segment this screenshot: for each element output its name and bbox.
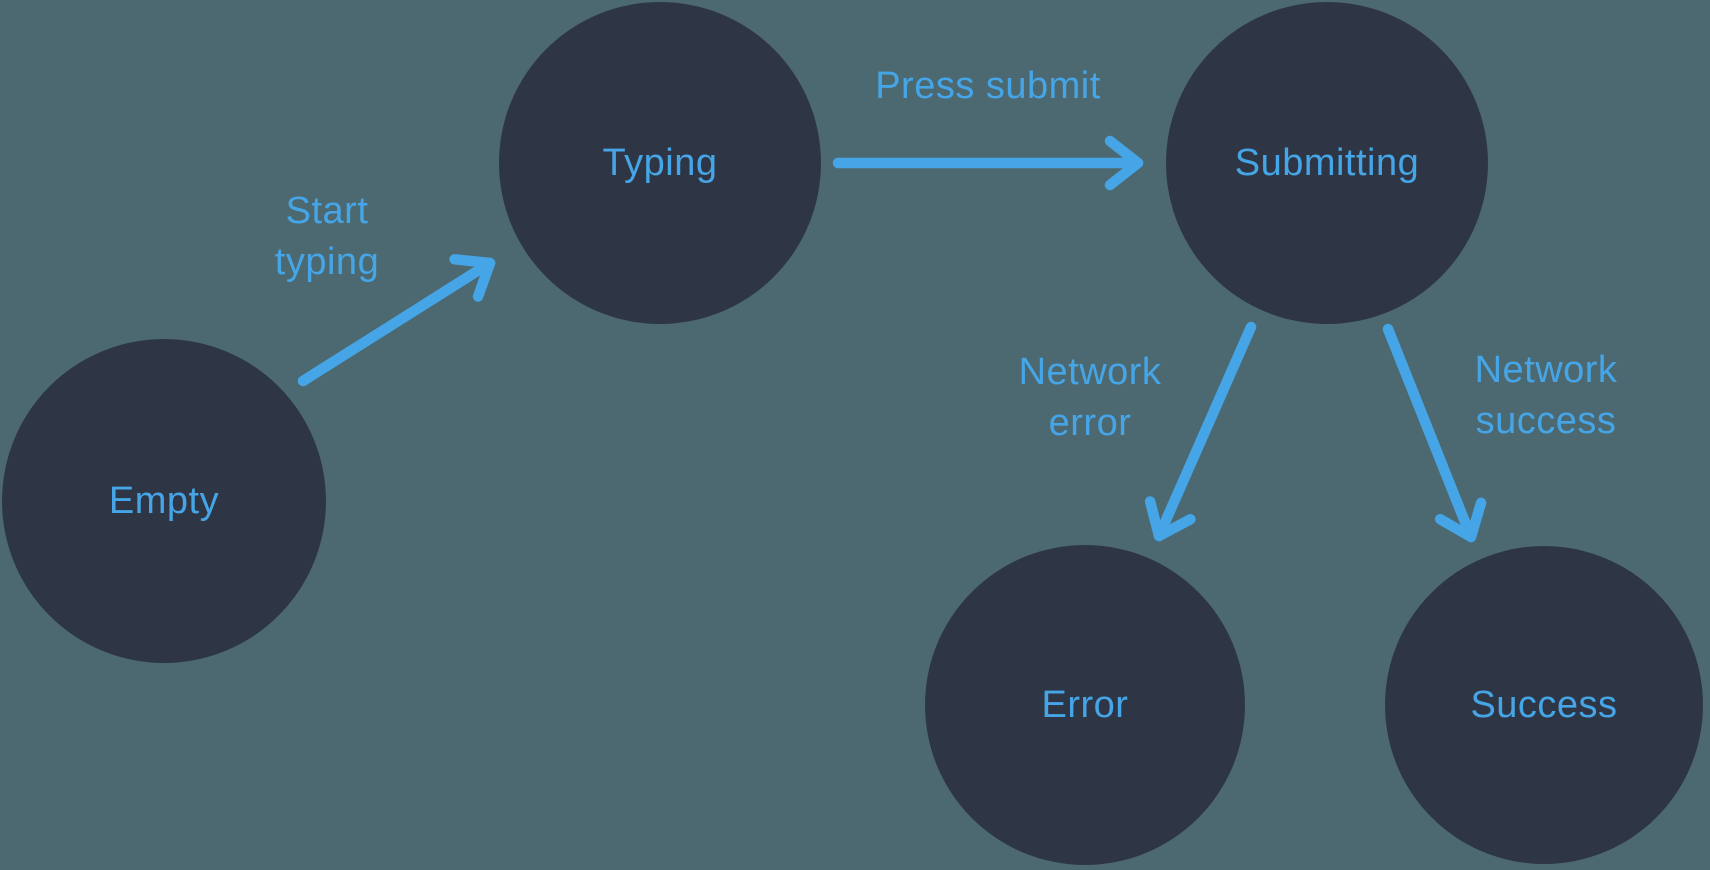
state-node-error: Error [925, 545, 1245, 865]
state-label-success: Success [1470, 683, 1618, 726]
transition-label-line: error [1048, 402, 1132, 444]
transition-label-line: Press submit [875, 65, 1101, 107]
transition-label-network-success: Network success [1475, 345, 1618, 447]
state-node-submitting: Submitting [1166, 2, 1488, 324]
transition-arrow-network-error [1144, 321, 1257, 542]
transition-arrow-start-typing [297, 254, 496, 387]
transition-arrow-network-success [1382, 323, 1487, 543]
transition-label-start-typing: Start typing [275, 186, 379, 288]
transition-label-line: Start [285, 190, 369, 232]
state-node-empty: Empty [2, 339, 326, 663]
transition-label-network-error: Network error [1019, 347, 1162, 449]
state-label-typing: Typing [602, 141, 718, 184]
transition-label-press-submit: Press submit [875, 61, 1101, 112]
state-node-typing: Typing [499, 2, 821, 324]
state-label-empty: Empty [108, 479, 220, 522]
transition-label-line: Network [1474, 349, 1618, 391]
transition-label-line: Network [1018, 351, 1162, 393]
transition-label-line: typing [274, 241, 380, 283]
state-label-error: Error [1041, 683, 1129, 726]
transition-label-line: success [1475, 400, 1617, 442]
state-node-success: Success [1385, 546, 1703, 864]
state-label-submitting: Submitting [1234, 141, 1420, 184]
